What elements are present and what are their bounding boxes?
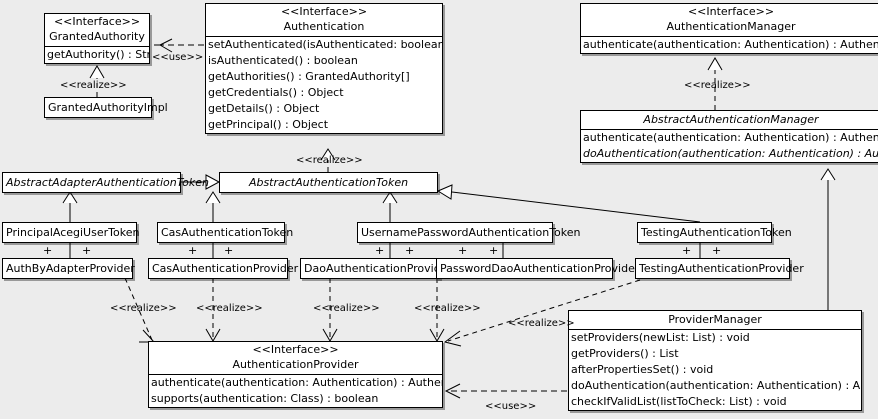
edge-label-realize-grantedauthorityimpl: <<realize>> (60, 80, 127, 91)
class-header: AbstractAuthenticationManager (581, 111, 878, 129)
edge-label-realize-testingauthenticationprovider: <<realize>> (508, 318, 575, 329)
method-row: authenticate(authentication: Authenticat… (583, 38, 878, 51)
edge-generalize-providermanager (820, 168, 836, 310)
method-row: getProviders() : List (571, 347, 679, 360)
multiplicity-marker: + (82, 244, 92, 257)
class-name: ProviderManager (668, 313, 762, 326)
class-testing-authentication-provider[interactable]: TestingAuthenticationProvider (635, 258, 804, 279)
class-name: CasAuthenticationToken (161, 226, 294, 239)
class-auth-by-adapter-provider[interactable]: AuthByAdapterProvider (2, 258, 135, 279)
edge-label-realize-casauthenticationprovider: <<realize>> (196, 303, 263, 314)
class-abstract-adapter-authentication-token[interactable]: AbstractAdapterAuthenticationToken (2, 172, 209, 193)
class-header: <<Interface>> AuthenticationManager (581, 4, 878, 36)
method-row: getDetails() : Object (208, 102, 320, 115)
class-authentication-manager[interactable]: <<Interface>> AuthenticationManager auth… (580, 3, 878, 54)
edge-label-realize-abstractauthenticationtoken: <<realize>> (296, 155, 363, 166)
method-row: authenticate(authentication: Authenticat… (151, 376, 442, 389)
edge-label-realize-abstractauthenticationmanager: <<realize>> (684, 80, 751, 91)
method-row: isAuthenticated() : boolean (208, 54, 358, 67)
edge-use-providermanager-authenticationprovider (444, 383, 567, 399)
edge-use-authentication-grantedauthority (150, 38, 204, 53)
edge-label-realize-daoauthenticationprovider: <<realize>> (313, 303, 380, 314)
class-name: DaoAuthenticationProvider (304, 262, 452, 275)
method-row: authenticate(authentication: Authenticat… (583, 131, 878, 144)
class-name: GrantedAuthorityImpl (48, 101, 168, 114)
stereotype-label: <<Interface>> (53, 15, 141, 28)
class-provider-manager[interactable]: ProviderManager setProviders(newList: Li… (568, 310, 862, 411)
methods-compartment: setProviders(newList: List) : void getPr… (569, 329, 861, 410)
class-name: CasAuthenticationProvider (152, 262, 299, 275)
class-name: AbstractAuthenticationManager (643, 113, 819, 126)
class-name: GrantedAuthority (49, 30, 145, 43)
methods-compartment: getAuthority() : String (45, 46, 149, 63)
class-name: Authentication (283, 20, 365, 33)
stereotype-label: <<Interface>> (280, 5, 368, 18)
class-name: UsernamePasswordAuthenticationToken (361, 226, 581, 239)
class-cas-authentication-token[interactable]: CasAuthenticationToken (157, 222, 294, 243)
class-header: <<Interface>> GrantedAuthority (45, 14, 149, 46)
multiplicity-marker: + (375, 244, 385, 257)
class-name: AuthByAdapterProvider (6, 262, 135, 275)
class-header: <<Interface>> Authentication (206, 4, 442, 36)
methods-compartment: authenticate(authentication: Authenticat… (581, 36, 878, 53)
method-row: supports(authentication: Class) : boolea… (151, 392, 379, 405)
method-row: doAuthentication(authentication: Authent… (583, 147, 878, 160)
edge-label-use-authentication-grantedauthority: <<use>> (152, 52, 204, 63)
method-row: getCredentials() : Object (208, 86, 344, 99)
edge-generalize-testingauthenticationtoken (436, 184, 701, 223)
methods-compartment: authenticate(authentication: Authenticat… (581, 129, 878, 162)
method-row: getPrincipal() : Object (208, 118, 329, 131)
multiplicity-marker: + (458, 244, 468, 257)
class-granted-authority[interactable]: <<Interface>> GrantedAuthority getAuthor… (44, 13, 150, 64)
class-authentication-provider[interactable]: <<Interface>> AuthenticationProvider aut… (148, 341, 443, 408)
class-name: AuthenticationManager (666, 20, 796, 33)
method-row: getAuthorities() : GrantedAuthority[] (208, 70, 410, 83)
multiplicity-marker: + (712, 244, 722, 257)
class-abstract-authentication-token[interactable]: AbstractAuthenticationToken (219, 172, 438, 193)
edge-generalize-casauthenticationtoken (205, 191, 221, 222)
method-row: setAuthenticated(isAuthenticated: boolea… (208, 38, 442, 51)
edge-label-use-providermanager-authenticationprovider: <<use>> (485, 401, 537, 412)
class-abstract-authentication-manager[interactable]: AbstractAuthenticationManager authentica… (580, 110, 878, 163)
class-name: AbstractAuthenticationToken (248, 176, 409, 189)
method-row: setProviders(newList: List) : void (571, 331, 750, 344)
class-header: ProviderManager (569, 311, 861, 329)
method-row: doAuthentication(authentication: Authent… (571, 379, 861, 392)
class-name: AbstractAdapterAuthenticationToken (6, 176, 209, 189)
class-name: AuthenticationProvider (232, 358, 359, 371)
stereotype-label: <<Interface>> (252, 343, 339, 356)
multiplicity-marker: + (682, 244, 692, 257)
method-row: afterPropertiesSet() : void (571, 363, 714, 376)
multiplicity-marker: + (43, 244, 53, 257)
method-row: getAuthority() : String (47, 48, 149, 61)
class-testing-authentication-token[interactable]: TestingAuthenticationToken (637, 222, 792, 243)
class-header: <<Interface>> AuthenticationProvider (149, 342, 442, 374)
class-name: TestingAuthenticationProvider (639, 262, 804, 275)
class-name: PrincipalAcegiUserToken (6, 226, 140, 239)
class-cas-authentication-provider[interactable]: CasAuthenticationProvider (148, 258, 299, 279)
methods-compartment: authenticate(authentication: Authenticat… (149, 374, 442, 407)
class-authentication[interactable]: <<Interface>> Authentication setAuthenti… (205, 3, 443, 134)
multiplicity-marker: + (405, 244, 415, 257)
multiplicity-marker: + (489, 244, 499, 257)
stereotype-label: <<Interface>> (687, 5, 775, 18)
class-username-password-authentication-token[interactable]: UsernamePasswordAuthenticationToken (357, 222, 581, 243)
edge-label-realize-passworddaoauthenticationprovider: <<realize>> (414, 303, 481, 314)
class-principal-acegi-user-token[interactable]: PrincipalAcegiUserToken (2, 222, 140, 243)
class-dao-authentication-provider[interactable]: DaoAuthenticationProvider (300, 258, 452, 279)
class-password-dao-authentication-provider[interactable]: PasswordDaoAuthenticationProvider (436, 258, 640, 279)
multiplicity-marker: + (188, 244, 198, 257)
methods-compartment: setAuthenticated(isAuthenticated: boolea… (206, 36, 442, 133)
edge-generalize-principalacegiusertoken (62, 191, 78, 222)
class-name: TestingAuthenticationToken (641, 226, 792, 239)
multiplicity-marker: + (224, 244, 234, 257)
edge-label-realize-authbyadapterprovider: <<realize>> (110, 303, 177, 314)
edge-generalize-usernamepasswordtoken (382, 191, 398, 222)
class-name: PasswordDaoAuthenticationProvider (440, 262, 640, 275)
class-granted-authority-impl[interactable]: GrantedAuthorityImpl (44, 97, 168, 118)
method-row: checkIfValidList(listToCheck: List) : vo… (571, 395, 787, 408)
